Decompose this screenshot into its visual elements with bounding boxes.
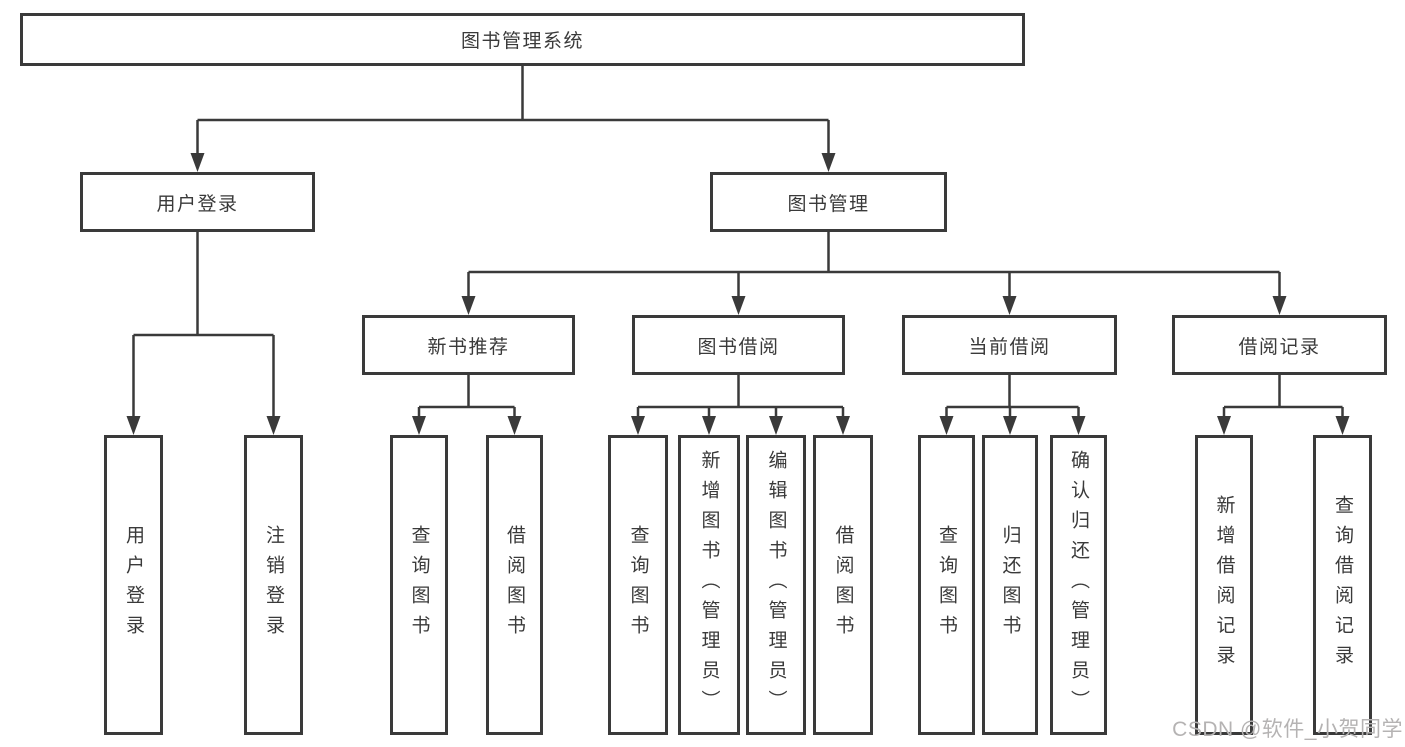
node-borrowing-records: 借阅记录 — [1172, 315, 1387, 375]
leaf-borrowing-edit-books-admin: 编辑图书（管理员） — [746, 435, 806, 735]
node-label: 查询借阅记录 — [1332, 495, 1353, 675]
connector-userlogin-to-leaves — [132, 232, 275, 417]
node-label: 借阅图书 — [504, 525, 525, 645]
node-label: 借阅记录 — [1238, 336, 1321, 358]
node-user-login: 用户登录 — [80, 172, 315, 232]
leaf-current-confirm-return-admin: 确认归还（管理员） — [1050, 435, 1107, 735]
node-label: 当前借阅 — [968, 336, 1051, 358]
connector-bookmgmt-to-level3 — [467, 232, 1281, 297]
leaf-borrowing-borrow-books: 借阅图书 — [813, 435, 873, 735]
node-label: 新书推荐 — [427, 336, 510, 358]
leaf-records-query-borrow-record: 查询借阅记录 — [1313, 435, 1372, 735]
watermark-text: CSDN @软件_小贺同学 — [1172, 718, 1403, 741]
node-label: 注销登录 — [263, 525, 284, 645]
leaf-borrowing-add-books-admin: 新增图书（管理员） — [678, 435, 740, 735]
node-label: 图书借阅 — [697, 336, 780, 358]
node-current-borrowing: 当前借阅 — [902, 315, 1117, 375]
node-root-system: 图书管理系统 — [20, 13, 1025, 66]
leaf-current-return-books: 归还图书 — [982, 435, 1038, 735]
node-label: 归还图书 — [999, 525, 1021, 645]
node-label: 查询图书 — [408, 525, 430, 645]
node-book-management: 图书管理 — [710, 172, 947, 232]
leaf-current-query-books: 查询图书 — [918, 435, 975, 735]
node-label: 确认归还（管理员） — [1068, 450, 1089, 720]
connector-newrec-to-leaves — [417, 375, 516, 417]
node-label: 新增图书（管理员） — [698, 450, 720, 720]
connector-records-to-leaves — [1222, 375, 1344, 417]
node-label: 编辑图书（管理员） — [765, 450, 787, 720]
node-label: 图书管理 — [787, 193, 870, 215]
leaf-user-login: 用户登录 — [104, 435, 163, 735]
node-label: 用户登录 — [123, 525, 144, 645]
node-book-borrowing: 图书借阅 — [632, 315, 845, 375]
node-label: 查询图书 — [627, 525, 649, 645]
node-label: 查询图书 — [936, 525, 957, 645]
leaf-newrec-borrow-books: 借阅图书 — [486, 435, 543, 735]
node-label: 图书管理系统 — [460, 31, 584, 52]
node-label: 借阅图书 — [832, 525, 854, 645]
leaf-newrec-query-books: 查询图书 — [390, 435, 448, 735]
node-label: 新增借阅记录 — [1213, 495, 1235, 675]
node-new-book-recommend: 新书推荐 — [362, 315, 575, 375]
leaf-borrowing-query-books: 查询图书 — [608, 435, 668, 735]
connector-current-to-leaves — [945, 375, 1080, 417]
connector-root-to-level2 — [196, 66, 830, 154]
connector-borrow-to-leaves — [636, 375, 845, 417]
node-label: 用户登录 — [156, 193, 239, 215]
leaf-records-add-borrow-record: 新增借阅记录 — [1195, 435, 1253, 735]
leaf-logout-login: 注销登录 — [244, 435, 303, 735]
